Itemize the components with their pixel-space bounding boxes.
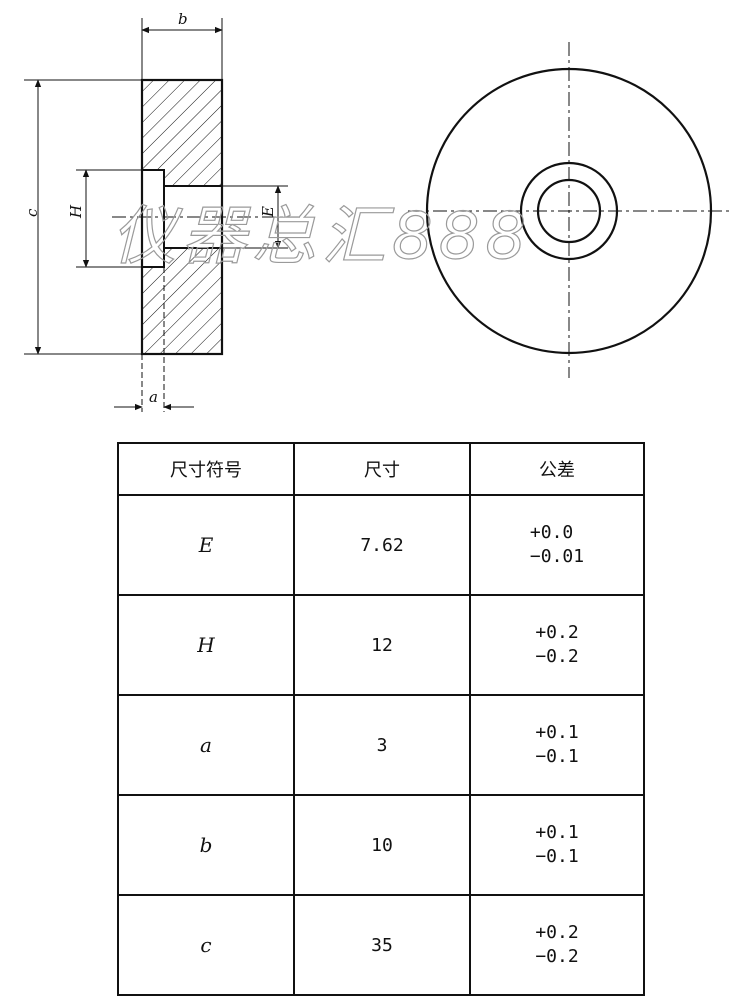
cell-tolerance: +0.2 −0.2: [469, 894, 645, 996]
tolerance-minus: −0.1: [535, 846, 579, 867]
cell-value: 10: [293, 794, 471, 896]
cell-tolerance: +0.1 −0.1: [469, 794, 645, 896]
cell-tolerance: +0.2 −0.2: [469, 594, 645, 696]
tolerance-plus: +0.1: [535, 822, 579, 843]
end-view: [408, 42, 733, 378]
tolerance-plus: +0.2: [535, 922, 579, 943]
cell-value: 3: [293, 694, 471, 796]
label-H: H: [67, 204, 85, 219]
cell-value: 7.62: [293, 494, 471, 596]
label-E: E: [259, 206, 277, 218]
header-size: 尺寸: [293, 442, 471, 496]
section-view: b c H E a: [23, 10, 300, 412]
table-row: E 7.62 +0.0 −0.01: [117, 494, 645, 596]
tolerance-minus: −0.2: [535, 646, 579, 667]
tolerance-minus: −0.2: [535, 946, 579, 967]
label-c: c: [23, 208, 41, 217]
tolerance-plus: +0.0: [529, 522, 574, 543]
cell-symbol: b: [117, 794, 295, 896]
technical-drawing: b c H E a 仪器总汇888: [23, 10, 733, 412]
counterbore-outline: [142, 169, 222, 268]
hatched-section: [142, 80, 222, 354]
tolerance-plus: +0.2: [535, 622, 579, 643]
cell-value: 35: [293, 894, 471, 996]
cell-symbol: c: [117, 894, 295, 996]
table-row: b 10 +0.1 −0.1: [117, 794, 645, 896]
watermark: 仪器总汇888: [112, 200, 532, 274]
cell-symbol: H: [117, 594, 295, 696]
table-row: H 12 +0.2 −0.2: [117, 594, 645, 696]
cell-tolerance: +0.0 −0.01: [469, 494, 645, 596]
cell-value: 12: [293, 594, 471, 696]
dimension-table: 尺寸符号 尺寸 公差 E 7.62 +0.0 −0.01 H 12 +0.2 −…: [117, 442, 645, 996]
cell-tolerance: +0.1 −0.1: [469, 694, 645, 796]
tolerance-minus: −0.01: [529, 546, 585, 567]
label-b: b: [178, 10, 188, 28]
table-header-row: 尺寸符号 尺寸 公差: [117, 442, 645, 496]
table-row: a 3 +0.1 −0.1: [117, 694, 645, 796]
header-symbol: 尺寸符号: [117, 442, 295, 496]
cell-symbol: E: [117, 494, 295, 596]
label-a: a: [149, 388, 158, 406]
header-tolerance: 公差: [469, 442, 645, 496]
tolerance-plus: +0.1: [535, 722, 579, 743]
tolerance-minus: −0.1: [535, 746, 579, 767]
cell-symbol: a: [117, 694, 295, 796]
table-row: c 35 +0.2 −0.2: [117, 894, 645, 996]
